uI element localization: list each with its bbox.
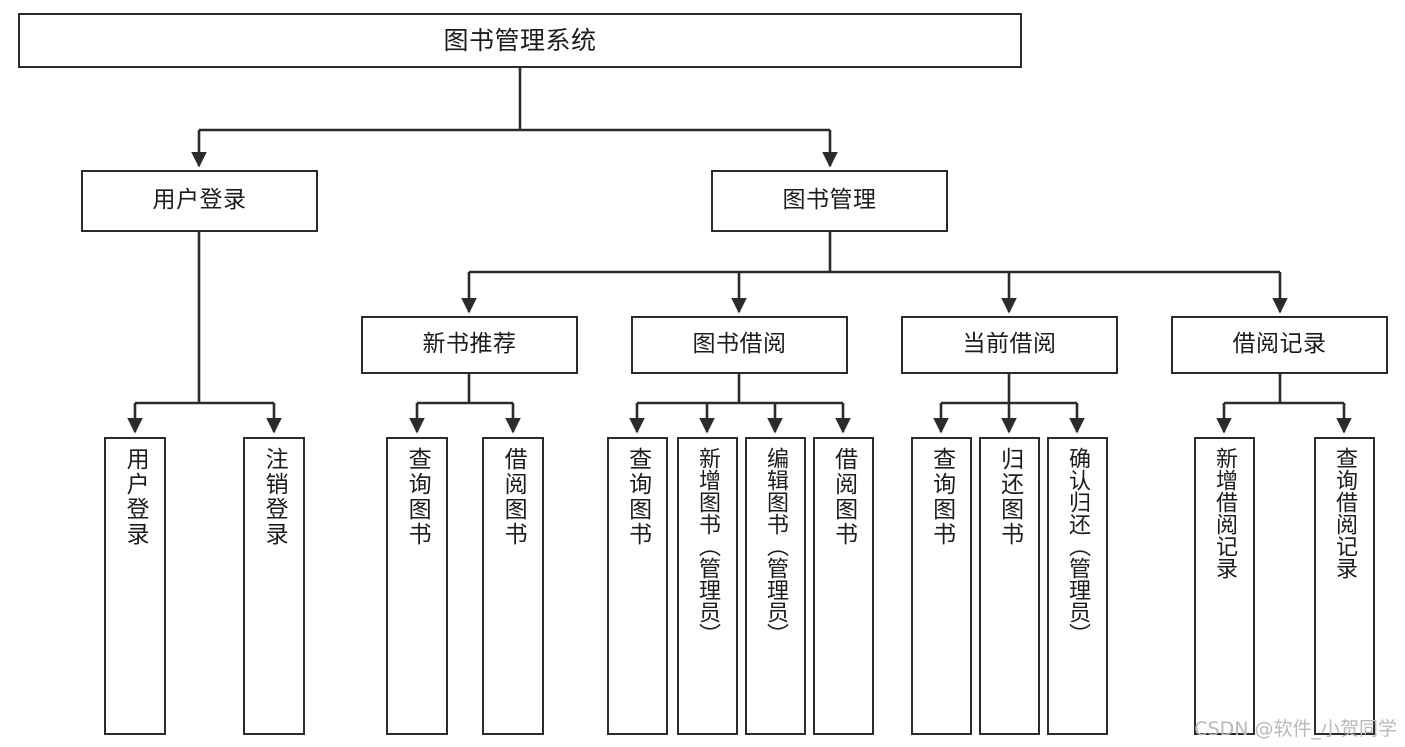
leaf-borrow-edit-book-admin[interactable]: 编辑图书（管理员） [745,437,806,735]
node-label: 查询图书 [928,447,955,547]
node-current-borrowing[interactable]: 当前借阅 [901,316,1118,374]
leaf-borrow-query-book[interactable]: 查询图书 [607,437,668,735]
leaf-borrow-add-book-admin[interactable]: 新增图书（管理员） [677,437,738,735]
node-label: 归还图书 [996,447,1023,547]
node-label: 查询图书 [624,447,651,547]
leaf-current-confirm-return-admin[interactable]: 确认归还（管理员） [1047,437,1108,735]
node-label: 编辑图书（管理员） [763,447,789,645]
leaf-borrow-borrow-book[interactable]: 借阅图书 [813,437,874,735]
csdn-watermark: CSDN @软件_小贺同学 [1194,718,1397,740]
node-label: 图书借阅 [692,331,787,358]
node-label: 图书管理 [782,187,877,214]
leaf-record-query-record[interactable]: 查询借阅记录 [1314,437,1375,735]
node-label: 新增借阅记录 [1212,447,1238,579]
node-label: 图书管理系统 [443,25,597,55]
node-label: 新书推荐 [422,331,517,358]
leaf-user-login-logout[interactable]: 注销登录 [243,437,305,735]
node-label: 查询借阅记录 [1332,447,1358,579]
node-new-book-recommendation[interactable]: 新书推荐 [361,316,578,374]
node-label: 新增图书（管理员） [695,447,721,645]
node-label: 查询图书 [404,447,431,547]
leaf-new-book-query[interactable]: 查询图书 [386,437,448,735]
leaf-current-query-book[interactable]: 查询图书 [911,437,972,735]
node-borrowing-records[interactable]: 借阅记录 [1171,316,1388,374]
node-label: 注销登录 [261,447,288,547]
node-label: 借阅图书 [500,447,527,547]
node-label: 借阅图书 [830,447,857,547]
node-label: 用户登录 [152,187,247,214]
leaf-user-login-login[interactable]: 用户登录 [104,437,166,735]
node-book-borrowing[interactable]: 图书借阅 [631,316,848,374]
node-label: 借阅记录 [1232,331,1327,358]
node-user-login[interactable]: 用户登录 [81,170,318,232]
leaf-new-book-borrow[interactable]: 借阅图书 [482,437,544,735]
leaf-current-return-book[interactable]: 归还图书 [979,437,1040,735]
node-book-management[interactable]: 图书管理 [711,170,948,232]
node-label: 当前借阅 [962,331,1057,358]
node-root-book-management-system[interactable]: 图书管理系统 [18,13,1022,68]
node-label: 确认归还（管理员） [1065,447,1091,645]
node-label: 用户登录 [122,447,149,547]
leaf-record-add-record[interactable]: 新增借阅记录 [1194,437,1255,735]
